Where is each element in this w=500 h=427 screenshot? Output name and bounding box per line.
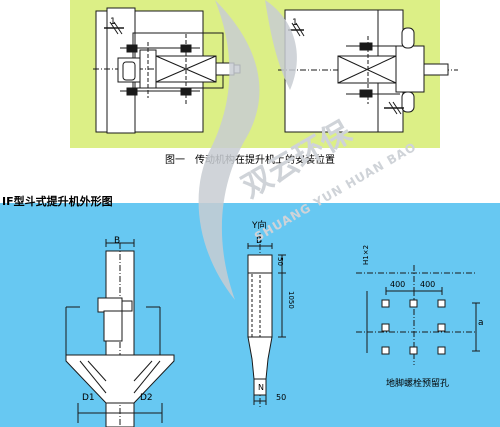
figure1-left-section-mark: 1 (110, 17, 116, 27)
figure1-left-label: 1 (110, 17, 116, 27)
label-d1: D1 (82, 393, 95, 403)
label-400-right: 400 (420, 280, 435, 289)
label-a: a (478, 318, 484, 328)
label-anchor-bolt-holes: 地脚螺栓预留孔 (386, 376, 449, 389)
label-vertical-dimension: H1×2 (362, 245, 370, 265)
label-d2: D2 (140, 393, 153, 403)
label-400-left: 400 (390, 280, 405, 289)
anchor-bolt-layout (356, 265, 480, 365)
label-b-left: B (114, 236, 120, 246)
label-50-bottom: 50 (276, 393, 286, 402)
label-n: N (258, 383, 264, 392)
